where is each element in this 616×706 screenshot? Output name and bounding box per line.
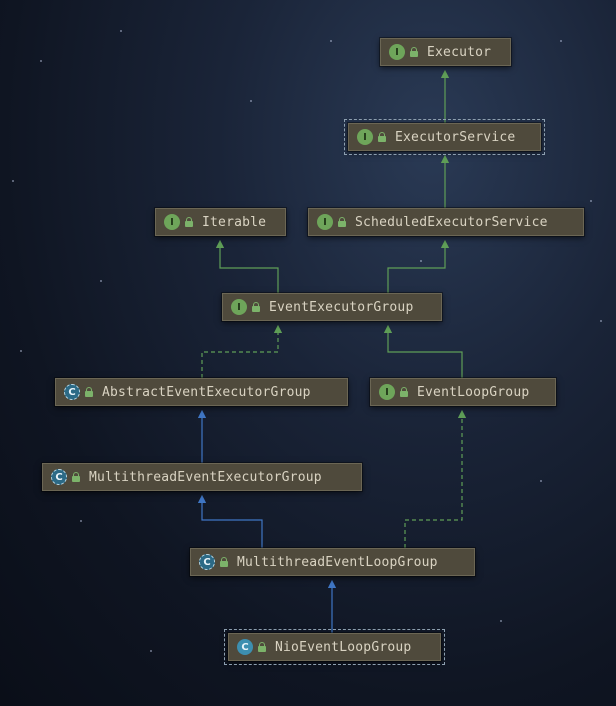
node-multithread-event-executor-group[interactable]: C MultithreadEventExecutorGroup bbox=[42, 463, 362, 491]
node-nio-event-loop-group[interactable]: C NioEventLoopGroup bbox=[224, 629, 445, 665]
interface-icon: I bbox=[357, 129, 373, 145]
node-event-loop-group[interactable]: I EventLoopGroup bbox=[370, 378, 556, 406]
node-label: MultithreadEventExecutorGroup bbox=[89, 469, 322, 485]
public-lock-icon bbox=[84, 387, 94, 397]
abstract-class-icon: C bbox=[199, 554, 215, 570]
abstract-class-icon: C bbox=[51, 469, 67, 485]
public-lock-icon bbox=[257, 642, 267, 652]
node-multithread-event-loop-group[interactable]: C MultithreadEventLoopGroup bbox=[190, 548, 475, 576]
public-lock-icon bbox=[399, 387, 409, 397]
edge-multithreadloop-eventloopgroup bbox=[404, 409, 467, 548]
public-lock-icon bbox=[71, 472, 81, 482]
node-label: Executor bbox=[427, 44, 492, 60]
node-iterable[interactable]: I Iterable bbox=[155, 208, 286, 236]
interface-icon: I bbox=[379, 384, 395, 400]
class-icon: C bbox=[237, 639, 253, 655]
interface-icon: I bbox=[231, 299, 247, 315]
node-event-executor-group[interactable]: I EventExecutorGroup bbox=[222, 293, 442, 321]
public-lock-icon bbox=[377, 132, 387, 142]
node-scheduled-executor-service[interactable]: I ScheduledExecutorService bbox=[308, 208, 584, 236]
public-lock-icon bbox=[251, 302, 261, 312]
node-label: MultithreadEventLoopGroup bbox=[237, 554, 438, 570]
node-label: EventExecutorGroup bbox=[269, 299, 414, 315]
edge-eventexecutorgroup-scheduled bbox=[387, 239, 450, 293]
node-executor-service[interactable]: I ExecutorService bbox=[344, 119, 545, 155]
node-abstract-event-executor-group[interactable]: C AbstractEventExecutorGroup bbox=[55, 378, 348, 406]
public-lock-icon bbox=[184, 217, 194, 227]
edge-eventloopgroup-eventexecutorgroup bbox=[383, 324, 463, 378]
public-lock-icon bbox=[337, 217, 347, 227]
node-label: NioEventLoopGroup bbox=[275, 639, 412, 655]
interface-icon: I bbox=[389, 44, 405, 60]
node-label: Iterable bbox=[202, 214, 267, 230]
node-label: ExecutorService bbox=[395, 129, 516, 145]
public-lock-icon bbox=[409, 47, 419, 57]
node-label: EventLoopGroup bbox=[417, 384, 530, 400]
node-label: AbstractEventExecutorGroup bbox=[102, 384, 311, 400]
edge-multithreadloop-multithreadexecutor bbox=[197, 494, 263, 548]
interface-icon: I bbox=[317, 214, 333, 230]
public-lock-icon bbox=[219, 557, 229, 567]
edge-abstract-eventexecutorgroup bbox=[201, 324, 283, 378]
node-executor[interactable]: I Executor bbox=[380, 38, 511, 66]
abstract-class-icon: C bbox=[64, 384, 80, 400]
node-label: ScheduledExecutorService bbox=[355, 214, 548, 230]
interface-icon: I bbox=[164, 214, 180, 230]
edge-eventexecutorgroup-iterable bbox=[215, 239, 279, 293]
